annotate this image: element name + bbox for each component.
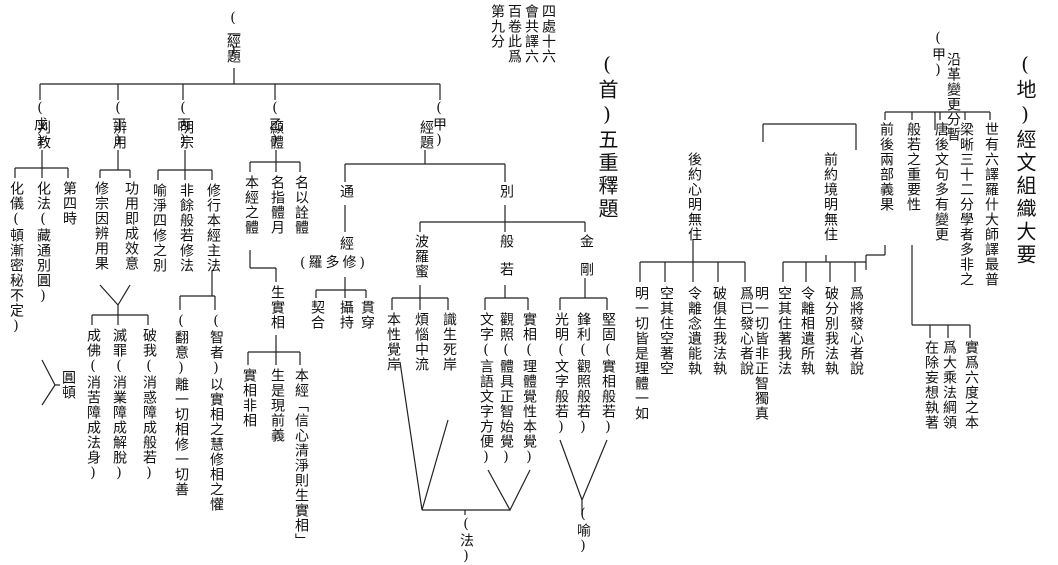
right-col-4: 般若之重要性 [905,122,921,212]
qian-1: 爲將發心者說 [848,286,864,376]
note-line-3: 百卷此爲 [506,4,522,64]
ding-e: 成佛(消苦障成法身) [85,328,101,482]
branch-yi-label: 顯體 [268,120,284,150]
jia-ben-xing: 本性覺岸 [385,312,401,372]
jia-tong: 通 [338,184,354,199]
jia-guan-zhao: 觀照(體具正智始覺) [498,312,514,466]
yi-g: 實相非相 [241,368,257,428]
yi-a: 名以詮體 [293,175,309,235]
yi-e: 本經「信心清淨則生實相」 [293,368,309,548]
jia-feng-li: 鋒利(觀照般若) [575,312,591,436]
wu-c: 化儀(頓漸密秘不定) [8,181,24,335]
ding-c: 破我(消惑障成般若) [141,328,157,482]
branch-bing-mark: (丙) [175,100,191,149]
jia-bo-luo-mi: 波羅蜜 [413,234,429,279]
ding-a: 功用即成效意 [123,181,139,271]
jia-jin: 金 [578,234,594,249]
jia-wen-zi: 文字(言語文字方便) [478,312,494,466]
wu-a: 第四時 [61,181,77,226]
branch-yi-mark: (乙) [267,100,283,149]
yi-c: 本經之體 [243,175,259,235]
branch-ding-label: 辨用 [111,120,127,150]
right-jia-label: 沿革變更分暫 [945,52,961,142]
jia-gang: 剛 [578,262,594,277]
jia-shi-sheng-si-an: 識生死岸 [441,312,457,372]
bing-a: 修行本經主法 [205,183,221,273]
qian-4: 空其住著我法 [776,286,792,376]
bing-b: 非餘般若修法 [178,183,194,273]
jia-luo-duo-xiu: (羅多修) [300,255,368,271]
right-hou: 後約心明無住 [686,152,702,242]
jia-shi-xiang: 實相(理體覺性本覺) [521,312,537,466]
bing-c: 喻淨四修之別 [151,183,167,273]
wu-d: 圓頓 [60,370,76,400]
right-c3: 在除妄想執著 [923,340,939,430]
branch-ding-mark: (丁) [110,100,126,149]
jia-fa: (法) [458,516,474,565]
branch-jia-mark: (甲) [431,100,447,149]
hou-5: 明一切皆是理體一如 [633,286,649,421]
hou-3: 令離念遺能執 [686,286,702,376]
note-line-2: 會共譯六 [523,4,539,64]
right-jia-mark: (甲) [930,30,946,79]
jia-guang-ming: 光明(文字般若) [553,312,569,436]
right-col-1: 世有六譯羅什大師譯最普 [983,122,999,287]
yi-d: 生實相 [269,285,285,330]
hou-1: 爲已發心者說 [738,286,754,376]
section-title-left: (首)五重釋題 [595,52,619,221]
root-mark: (一) [225,10,241,59]
yi-f: 生是現前義 [269,368,285,443]
jia-yu: (喻) [575,506,591,555]
bing-d: (智者)以實相之慧修相之懽 [208,313,224,512]
right-c2: 爲大乘法綱領 [941,340,957,430]
jia-she-chi: 攝持 [338,300,354,330]
right-qian: 前約境明無住 [822,152,838,242]
ding-d: 滅罪(消業障成解脫) [111,328,127,482]
jia-qi-he: 契合 [309,300,325,330]
jia-bie: 別 [498,184,514,199]
right-col-5: 前後兩部義果 [878,122,894,212]
yi-b: 名指體月 [269,175,285,235]
qian-2: 破分別我法執 [823,286,839,376]
hou-4: 空其住空著空 [658,286,674,376]
jia-guan-chuan: 貫穿 [359,300,375,330]
ding-b: 修宗因辨用果 [93,181,109,271]
qian-3: 令離相遺所執 [799,286,815,376]
jia-fan-nao: 煩惱中流 [413,312,429,372]
note-line-1: 四處十六 [540,4,556,64]
section-title-right: (地)經文組織大要 [1013,52,1037,267]
wu-b: 化法(藏通別圓) [35,181,51,305]
branch-wu-mark: (戊) [32,100,48,149]
bing-e: (翻意)離一切相修一切善 [173,313,189,497]
branch-wu-label: 判教 [35,120,51,150]
branch-bing-label: 明宗 [178,120,194,150]
branch-jia-label: 經題 [418,120,434,150]
jia-ruo: 若 [498,262,514,277]
jia-jian-gu: 堅固(實相般若) [600,312,616,436]
qian-5: 明一切皆非正智獨真 [753,286,769,421]
right-col-3: 唐後文句多有變更 [933,122,949,242]
root-label: 經題 [225,34,241,64]
jia-jing: 經 [338,236,354,251]
jia-ban: 般 [498,234,514,249]
right-c1: 實爲六度之本 [963,340,979,430]
note-line-4: 第九分 [489,4,505,49]
right-col-2: 梁晰三十二分學者多非之 [958,122,974,287]
hou-2: 破俱生我法執 [711,286,727,376]
